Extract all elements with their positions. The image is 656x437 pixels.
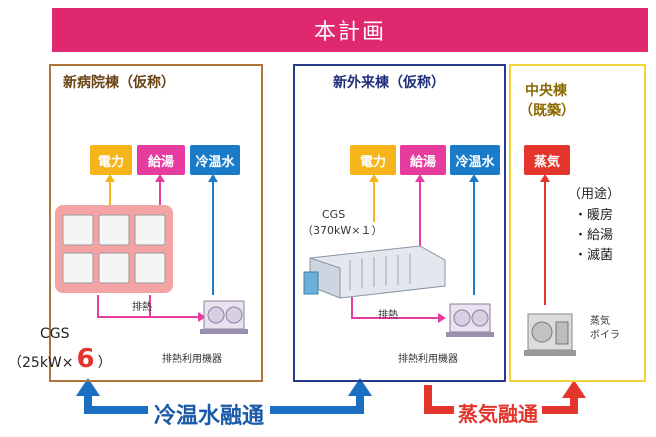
- tag-electric: 電力: [350, 145, 396, 175]
- cgs-count: 6: [76, 344, 95, 374]
- cgs-close: ）: [97, 355, 112, 371]
- cgs-spec: （370kW×１）: [302, 224, 383, 237]
- cgs-unit-cluster: [55, 205, 173, 293]
- panel-title: 中央棟: [525, 83, 567, 99]
- plan-banner: 本計画: [52, 8, 648, 52]
- use-item: ・滅菌: [574, 248, 614, 263]
- large-cgs-unit-icon: [303, 245, 446, 299]
- tag-cold-hot-water: 冷温水: [450, 145, 500, 175]
- panel-new-outpatient: 新外来棟（仮称）: [293, 64, 506, 382]
- use-item: ・暖房: [574, 208, 614, 223]
- p1-exhaust-line: [97, 295, 200, 318]
- water-exchange-label: 冷温水融通: [148, 398, 271, 430]
- tag-hot-water: 給湯: [137, 145, 185, 175]
- boiler-label-line1: 蒸気: [590, 316, 610, 327]
- panel-subtitle: （既築）: [519, 103, 575, 119]
- panel-title: 新病院棟（仮称）: [63, 75, 175, 91]
- equipment-label: 排熱利用機器: [162, 354, 222, 365]
- cgs-spec: （25kW× 6 ）: [8, 344, 112, 374]
- steam-boiler-icon: [524, 313, 576, 356]
- cgs-label: CGS: [322, 208, 346, 221]
- boiler-label-line2: ボイラ: [590, 330, 620, 341]
- panel-new-hospital: 新病院棟（仮称）: [49, 64, 263, 382]
- tag-electric: 電力: [90, 145, 132, 175]
- tag-steam: 蒸気: [524, 145, 570, 175]
- steam-exchange-label: 蒸気融通: [454, 398, 542, 427]
- exhaust-label: 排熱: [378, 310, 398, 321]
- panel-central: 中央棟 （既築）: [509, 64, 646, 382]
- heat-utilization-equipment-icon: [446, 303, 494, 337]
- use-item: ・給湯: [574, 228, 614, 243]
- panel-title: 新外来棟（仮称）: [333, 75, 445, 91]
- equipment-label: 排熱利用機器: [398, 354, 458, 365]
- uses-title: （用途）: [568, 187, 621, 202]
- cgs-units-icon: [62, 214, 166, 284]
- exhaust-label: 排熱: [132, 302, 152, 313]
- cgs-spec-text: （25kW×: [8, 355, 74, 371]
- heat-utilization-equipment-icon: [200, 300, 248, 334]
- tag-cold-hot-water: 冷温水: [190, 145, 240, 175]
- cgs-prefix: CGS: [40, 326, 70, 342]
- tag-hot-water: 給湯: [400, 145, 446, 175]
- p2-exhaust-line: [351, 290, 440, 319]
